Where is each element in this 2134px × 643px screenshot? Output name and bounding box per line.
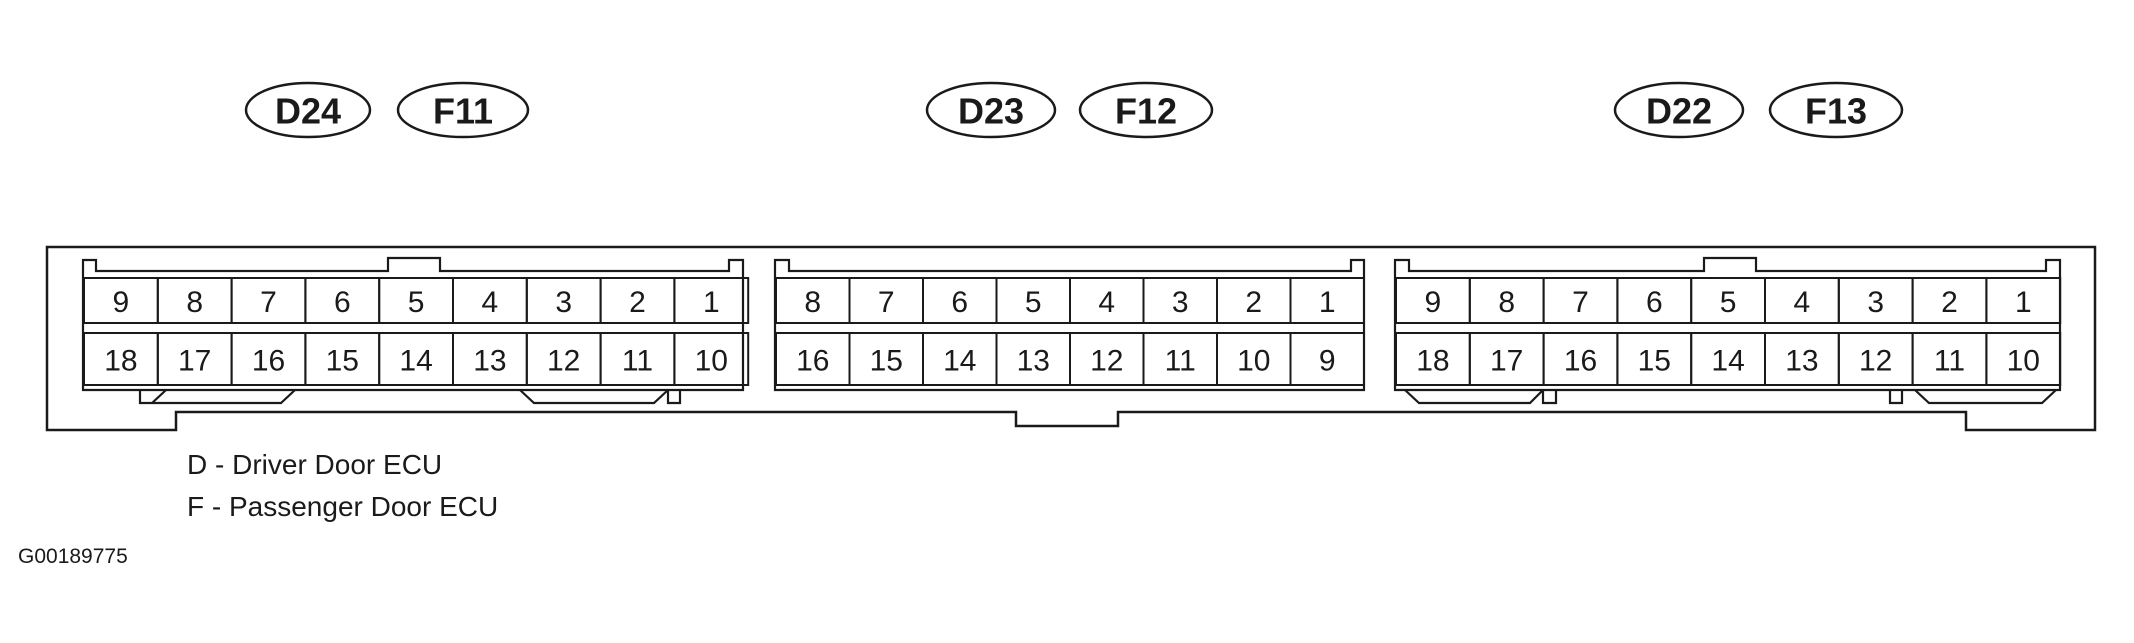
pin-number: 10 [2007,345,2040,378]
pin-number: 11 [1165,345,1196,378]
pin-number: 3 [555,286,572,319]
pin-number: 13 [473,345,506,378]
pin-number: 9 [113,286,130,319]
pin-number: 6 [334,286,351,319]
figure-id: G00189775 [18,545,128,568]
pin-cell [1289,277,1365,324]
pin-number: 14 [943,345,976,378]
pin-number: 5 [1025,286,1042,319]
pin-number: 15 [326,345,359,378]
pin-number: 9 [1319,345,1336,378]
pin-number: 7 [878,286,895,319]
label-d22: D22 [1646,91,1712,132]
pin-cell [673,332,750,386]
connector-labels [244,81,1904,139]
label-oval-d23 [925,81,1057,139]
pin-number: 17 [1490,345,1523,378]
label-oval-d22 [1613,81,1745,139]
pin-number: 15 [870,345,903,378]
connector-latch-1 [138,389,296,405]
pin-number: 6 [1646,286,1663,319]
label-oval-d24 [244,81,372,139]
pin-number: 4 [1794,286,1811,319]
pin-number: 9 [1425,286,1442,319]
pin-number: 10 [1237,345,1270,378]
label-oval-f12 [1078,81,1214,139]
pin-number: 18 [1416,345,1449,378]
pin-number: 13 [1785,345,1818,378]
legend-driver: D - Driver Door ECU [187,449,443,480]
pin-number: 10 [695,345,728,378]
pin-number: 3 [1867,286,1884,319]
connector-latch-3b [1888,389,2057,405]
pin-number: 8 [804,286,821,319]
pin-number: 7 [260,286,277,319]
pin-cell [1289,332,1365,386]
pin-number: 5 [1720,286,1737,319]
label-oval-f13 [1768,81,1904,139]
pin-number: 2 [629,286,646,319]
pin-number: 2 [1245,286,1262,319]
pin-number: 2 [1941,286,1958,319]
pin-number: 15 [1638,345,1671,378]
pin-number: 16 [796,345,829,378]
pin-number: 4 [1098,286,1115,319]
pin-number: 3 [1172,286,1189,319]
pin-number: 16 [252,345,285,378]
pin-number: 12 [1090,345,1123,378]
pin-number: 11 [622,345,653,378]
pin-cell [673,277,750,324]
pin-number: 8 [186,286,203,319]
pin-row-divider [84,322,749,334]
pin-grid: 9188177166155144133122111108167156145134… [83,277,2062,386]
connector-latch-1b [519,389,682,405]
label-f11: F11 [433,91,493,132]
connector-latch-3 [1404,389,1558,405]
label-d24: D24 [275,91,341,132]
label-f12: F12 [1115,91,1177,132]
pin-number: 1 [703,286,720,319]
pin-number: 11 [1934,345,1965,378]
pin-number: 4 [482,286,499,319]
pin-number: 1 [2015,286,2032,319]
pin-row-divider [776,322,1364,334]
label-f13: F13 [1805,91,1867,132]
pin-number: 17 [178,345,211,378]
housing-outline [45,245,2097,432]
connector-body-3 [1393,256,2062,392]
pin-number: 5 [408,286,425,319]
pin-number: 6 [951,286,968,319]
pin-number: 14 [399,345,432,378]
pin-number: 14 [1711,345,1744,378]
pin-number: 18 [104,345,137,378]
pin-number: 7 [1572,286,1589,319]
legend-passenger: F - Passenger Door ECU [187,491,499,522]
pin-number: 12 [547,345,580,378]
label-d23: D23 [958,91,1024,132]
pin-row-divider [1396,322,2061,334]
pin-number: 1 [1319,286,1336,319]
pin-number: 13 [1017,345,1050,378]
pin-number: 16 [1564,345,1597,378]
label-oval-f11 [396,81,530,139]
pin-number: 8 [1498,286,1515,319]
pin-number: 12 [1859,345,1892,378]
pin-cell [1985,332,2062,386]
pin-cell [1985,277,2062,324]
connector-body-1 [81,256,745,392]
